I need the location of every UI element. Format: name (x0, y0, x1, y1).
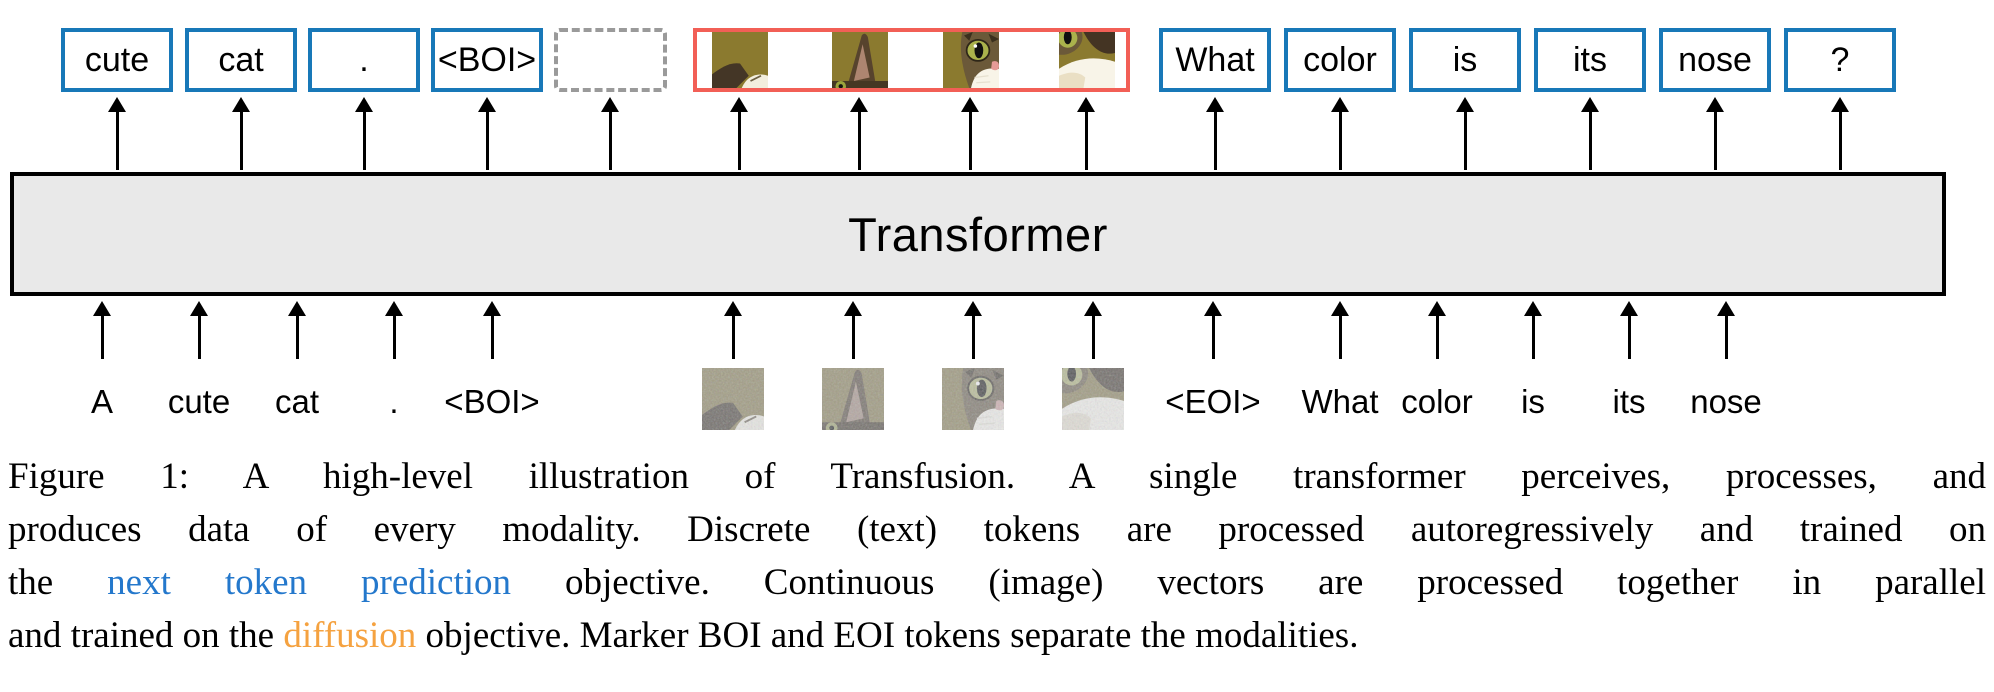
next-token-prediction-highlight: next token prediction (107, 562, 511, 603)
input-token-what: What (1301, 383, 1379, 420)
caption-text: objective. Marker BOI and EOI tokens sep… (416, 615, 1359, 656)
cat-eye-left-image (943, 32, 999, 88)
up-arrow-transformer-to-output (107, 97, 126, 170)
output-image-token-group (693, 28, 1130, 92)
output-token-period: . (308, 28, 420, 92)
output-token-cute: cute (61, 28, 173, 92)
input-token-cat: cat (274, 383, 320, 420)
caption-text: produces data of every modality. Discret… (8, 509, 1986, 550)
transformer-box: Transformer (10, 172, 1946, 296)
output-token-cat: cat (185, 28, 297, 92)
up-arrow-input-to-transformer (723, 301, 742, 359)
input-token-its: its (1612, 383, 1646, 420)
output-token-what: What (1159, 28, 1271, 92)
transformer-label: Transformer (848, 207, 1108, 261)
input-token-boi: <BOI> (444, 383, 540, 420)
input-token-period: . (389, 383, 399, 420)
up-arrow-input-to-transformer (384, 301, 403, 359)
up-arrow-input-to-transformer (92, 301, 111, 359)
up-arrow-transformer-to-output (729, 97, 748, 170)
cat-eye-right-image (1059, 32, 1115, 88)
input-token-color: color (1401, 383, 1473, 420)
output-token-empty-placeholder (554, 28, 667, 92)
output-token-is: is (1409, 28, 1521, 92)
noisy-cat-ear-right-image (822, 368, 884, 430)
output-token-nose: nose (1659, 28, 1771, 92)
up-arrow-input-to-transformer (963, 301, 982, 359)
up-arrow-input-to-transformer (1203, 301, 1222, 359)
up-arrow-input-to-transformer (1427, 301, 1446, 359)
cat-ear-right-image (832, 32, 888, 88)
noisy-cat-ear-left-image (702, 368, 764, 430)
caption-line-1: Figure 1: A high-level illustration of T… (8, 450, 1986, 503)
up-arrow-input-to-transformer (1619, 301, 1638, 359)
input-token-a: A (90, 383, 114, 420)
output-token-question-mark: ? (1784, 28, 1896, 92)
up-arrow-input-to-transformer (1083, 301, 1102, 359)
input-token-is: is (1521, 383, 1545, 420)
up-arrow-transformer-to-output (1205, 97, 1224, 170)
diffusion-highlight: diffusion (283, 615, 417, 656)
up-arrow-transformer-to-output (1705, 97, 1724, 170)
input-token-cute: cute (167, 383, 231, 420)
up-arrow-input-to-transformer (1330, 301, 1349, 359)
up-arrow-transformer-to-output (1076, 97, 1095, 170)
up-arrow-transformer-to-output (849, 97, 868, 170)
up-arrow-transformer-to-output (600, 97, 619, 170)
output-token-its: its (1534, 28, 1646, 92)
up-arrow-transformer-to-output (1830, 97, 1849, 170)
up-arrow-transformer-to-output (1580, 97, 1599, 170)
caption-text: Figure 1: A high-level illustration of T… (8, 456, 1986, 497)
input-token-nose: nose (1690, 383, 1762, 420)
up-arrow-transformer-to-output (231, 97, 250, 170)
figure-caption: Figure 1: A high-level illustration of T… (8, 450, 1986, 662)
up-arrow-transformer-to-output (1330, 97, 1349, 170)
up-arrow-transformer-to-output (477, 97, 496, 170)
noisy-cat-eye-left-image (942, 368, 1004, 430)
input-token-eoi: <EOI> (1165, 383, 1261, 420)
cat-ear-left-image (712, 32, 768, 88)
caption-line-2: produces data of every modality. Discret… (8, 503, 1986, 556)
up-arrow-input-to-transformer (1716, 301, 1735, 359)
caption-text: the (8, 562, 108, 603)
up-arrow-input-to-transformer (189, 301, 208, 359)
caption-line-3: the next token prediction objective. Con… (8, 556, 1986, 609)
caption-text: objective. Continuous (image) vectors ar… (511, 562, 1986, 603)
caption-line-4: and trained on the diffusion objective. … (8, 609, 1986, 662)
output-token-boi: <BOI> (431, 28, 543, 92)
up-arrow-transformer-to-output (354, 97, 373, 170)
up-arrow-input-to-transformer (1523, 301, 1542, 359)
caption-text: and trained on the (8, 615, 284, 656)
up-arrow-transformer-to-output (1455, 97, 1474, 170)
output-token-color: color (1284, 28, 1396, 92)
up-arrow-input-to-transformer (843, 301, 862, 359)
up-arrow-input-to-transformer (482, 301, 501, 359)
noisy-cat-eye-right-image (1062, 368, 1124, 430)
up-arrow-input-to-transformer (287, 301, 306, 359)
up-arrow-transformer-to-output (960, 97, 979, 170)
